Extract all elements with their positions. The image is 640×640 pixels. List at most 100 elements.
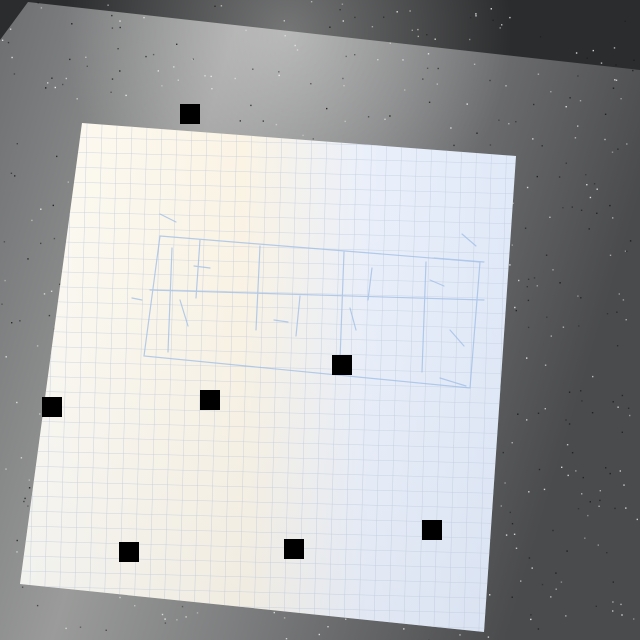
speckle-dot	[181, 605, 184, 608]
speckle-dot	[28, 487, 31, 489]
speckle-dot	[565, 106, 567, 108]
speckle-dot	[533, 277, 536, 279]
speckle-dot	[344, 120, 346, 123]
speckle-dot	[596, 188, 598, 190]
speckle-dot	[367, 116, 370, 118]
speckle-dot	[343, 85, 345, 87]
speckle-dot	[621, 394, 624, 397]
speckle-dot	[469, 38, 471, 41]
speckle-dot	[499, 27, 501, 29]
speckle-dot	[633, 59, 635, 61]
speckle-dot	[515, 547, 518, 549]
speckle-dot	[514, 306, 516, 309]
speckle-dot	[487, 636, 490, 638]
speckle-dot	[611, 151, 614, 153]
speckle-dot	[453, 144, 455, 147]
marker-group	[42, 104, 442, 562]
speckle-dot	[10, 172, 13, 174]
speckle-dot	[580, 390, 582, 392]
speckle-dot	[210, 75, 212, 78]
speckle-dot	[541, 583, 544, 586]
black-marker-square	[422, 520, 442, 540]
speckle-dot	[536, 175, 538, 178]
speckle-dot	[152, 53, 155, 56]
speckle-dot	[145, 55, 147, 58]
speckle-dot	[609, 204, 611, 207]
speckle-dot	[604, 138, 606, 141]
speckle-dot	[69, 58, 71, 61]
speckle-dot	[609, 472, 611, 475]
speckle-dot	[45, 87, 47, 89]
speckle-dot	[580, 297, 582, 299]
speckle-dot	[625, 250, 628, 252]
speckle-dot	[161, 85, 163, 87]
speckle-dot	[191, 58, 194, 61]
speckle-dot	[623, 484, 625, 486]
speckle-dot	[48, 314, 51, 317]
black-marker-square	[284, 539, 304, 559]
speckle-dot	[612, 610, 614, 612]
speckle-dot	[342, 20, 344, 22]
speckle-dot	[505, 534, 508, 536]
speckle-dot	[498, 119, 500, 121]
speckle-dot	[527, 326, 530, 329]
speckle-dot	[605, 467, 607, 469]
speckle-dot	[40, 208, 42, 210]
speckle-dot	[437, 67, 439, 70]
speckle-dot	[509, 16, 511, 19]
speckle-dot	[584, 537, 586, 539]
speckle-dot	[318, 633, 320, 636]
speckle-dot	[436, 83, 438, 85]
speckle-dot	[633, 618, 635, 620]
speckle-dot	[537, 412, 540, 414]
speckle-dot	[54, 86, 56, 89]
speckle-dot	[21, 586, 24, 588]
speckle-dot	[621, 614, 623, 616]
speckle-dot	[50, 290, 53, 292]
speckle-dot	[562, 326, 565, 328]
speckle-dot	[329, 26, 331, 28]
speckle-dot	[250, 104, 252, 107]
speckle-dot	[422, 78, 424, 80]
speckle-dot	[531, 567, 533, 569]
speckle-dot	[581, 493, 583, 495]
speckle-dot	[511, 244, 513, 246]
speckle-dot	[475, 13, 477, 15]
speckle-dot	[567, 474, 569, 477]
speckle-dot	[7, 41, 10, 44]
speckle-dot	[560, 581, 563, 583]
speckle-dot	[283, 617, 286, 619]
speckle-dot	[520, 580, 522, 582]
speckle-dot	[528, 491, 530, 493]
speckle-dot	[565, 419, 567, 421]
speckle-dot	[546, 316, 548, 318]
speckle-dot	[599, 499, 601, 502]
speckle-dot	[545, 254, 548, 256]
speckle-dot	[609, 254, 612, 256]
speckle-dot	[312, 138, 314, 140]
speckle-dot	[56, 155, 58, 158]
speckle-dot	[310, 83, 312, 85]
speckle-dot	[574, 137, 577, 139]
speckle-dot	[469, 16, 472, 19]
speckle-dot	[342, 77, 344, 80]
speckle-dot	[119, 20, 121, 22]
speckle-dot	[273, 611, 275, 614]
speckle-dot	[427, 53, 430, 55]
speckle-dot	[578, 325, 580, 327]
speckle-dot	[283, 20, 285, 22]
speckle-dot	[111, 78, 114, 80]
speckle-dot	[502, 451, 504, 454]
speckle-dot	[580, 209, 583, 211]
speckle-dot	[16, 401, 18, 404]
speckle-dot	[619, 470, 621, 472]
speckle-dot	[59, 283, 61, 285]
speckle-dot	[579, 100, 582, 102]
speckle-dot	[475, 15, 477, 17]
speckle-dot	[586, 57, 588, 59]
speckle-dot	[599, 490, 601, 492]
speckle-dot	[577, 508, 580, 510]
speckle-dot	[571, 206, 573, 208]
speckle-dot	[450, 127, 452, 129]
speckle-dot	[615, 79, 618, 81]
